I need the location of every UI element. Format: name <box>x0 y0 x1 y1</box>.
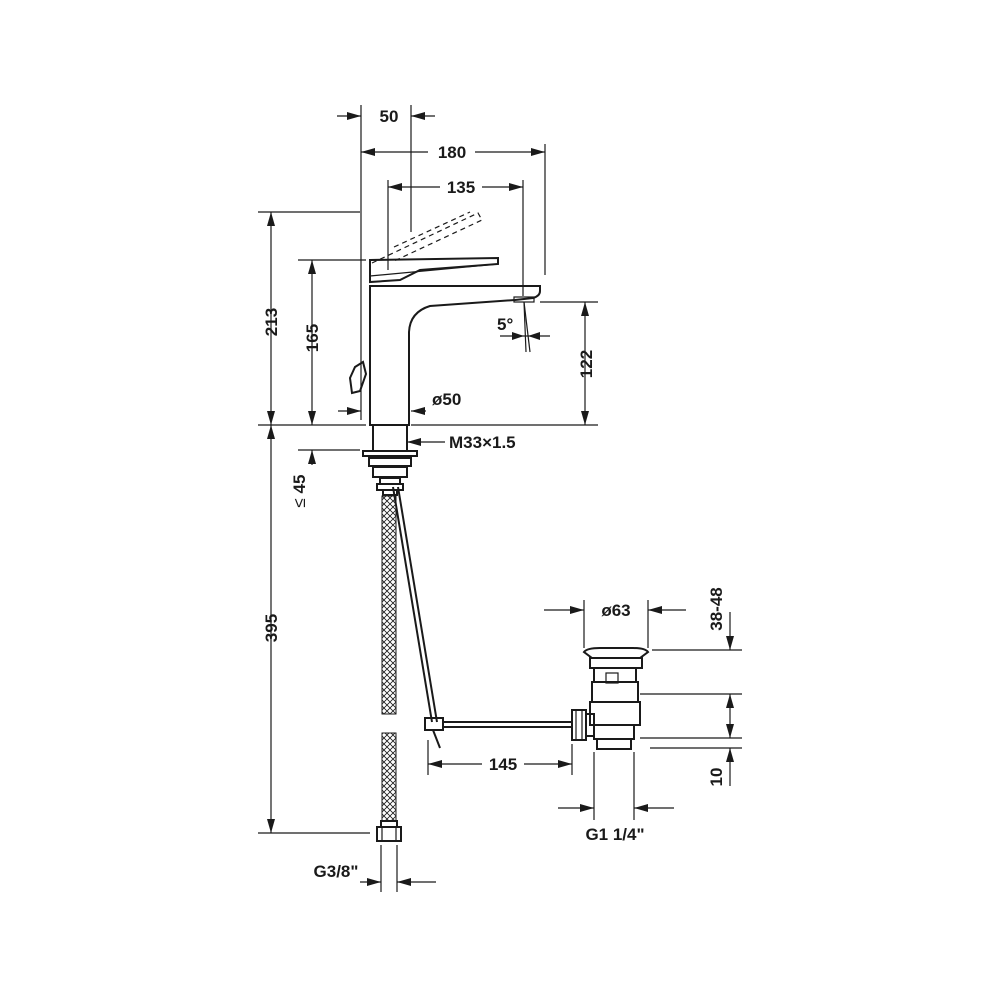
faucet-body <box>348 211 541 426</box>
dim-total-height: 213 <box>262 308 281 336</box>
dim-top-offset: 50 <box>380 107 399 126</box>
dim-thread: M33×1.5 <box>449 433 516 452</box>
dim-max-deck: 45 <box>290 475 309 494</box>
dim-max-deck-symbol: ≤ <box>290 498 309 507</box>
dim-reach: 180 <box>438 143 466 162</box>
dimension-lines <box>258 105 742 892</box>
dim-spout-angle: 5° <box>497 315 513 334</box>
dim-spout-length: 135 <box>447 178 475 197</box>
pop-up-rod <box>392 486 572 749</box>
dim-hose-connection: G3/8" <box>314 862 359 881</box>
dim-hose-length: 395 <box>262 614 281 642</box>
dim-waste-diameter: ø63 <box>601 601 630 620</box>
dim-free-height: 122 <box>577 350 596 378</box>
dim-spout-height: 165 <box>303 324 322 352</box>
dim-waste-connection: G1 1/4" <box>585 825 644 844</box>
dim-rod-length: 145 <box>489 755 517 774</box>
dim-waste-offset: 10 <box>707 768 726 787</box>
dim-waste-range: 38-48 <box>707 587 726 630</box>
dimension-labels: 50 180 135 213 165 122 5° ø50 M33×1.5 45… <box>262 107 726 881</box>
flexible-hose <box>376 495 402 842</box>
waste-fitting <box>571 647 650 750</box>
faucet-fixing <box>362 424 418 496</box>
dim-body-diameter: ø50 <box>432 390 461 409</box>
